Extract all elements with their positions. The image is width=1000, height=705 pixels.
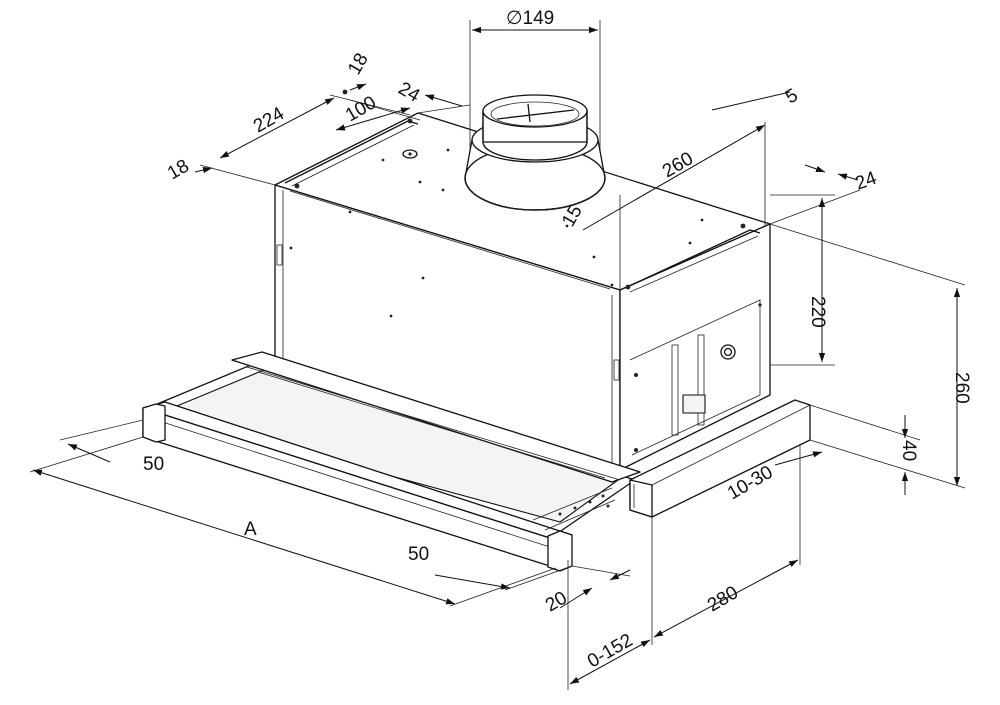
- label-260-top: 260: [659, 148, 697, 182]
- label-100: 100: [342, 92, 380, 126]
- body-side-face: [619, 223, 771, 471]
- duct-collar: [464, 94, 606, 211]
- label-280: 280: [704, 582, 742, 616]
- label-18-top: 18: [344, 50, 373, 79]
- label-24-top: 24: [395, 78, 424, 107]
- label-20: 20: [542, 588, 571, 617]
- front-bracket: [629, 399, 811, 518]
- label-50-front: 50: [408, 544, 429, 565]
- label-A: A: [244, 519, 257, 540]
- label-224: 224: [250, 103, 288, 137]
- label-40: 40: [898, 440, 919, 461]
- label-18-left: 18: [164, 156, 193, 185]
- dimension-lines: [29, 20, 966, 690]
- label-5: 5: [782, 85, 802, 108]
- label-50-left: 50: [143, 454, 164, 475]
- label-220: 220: [807, 296, 828, 328]
- label-0-152: 0-152: [584, 630, 637, 672]
- label-260-right: 260: [951, 372, 972, 404]
- label-24-right: 24: [853, 168, 880, 195]
- hood-body: [274, 112, 771, 471]
- label-duct-diameter: ∅149: [506, 8, 554, 29]
